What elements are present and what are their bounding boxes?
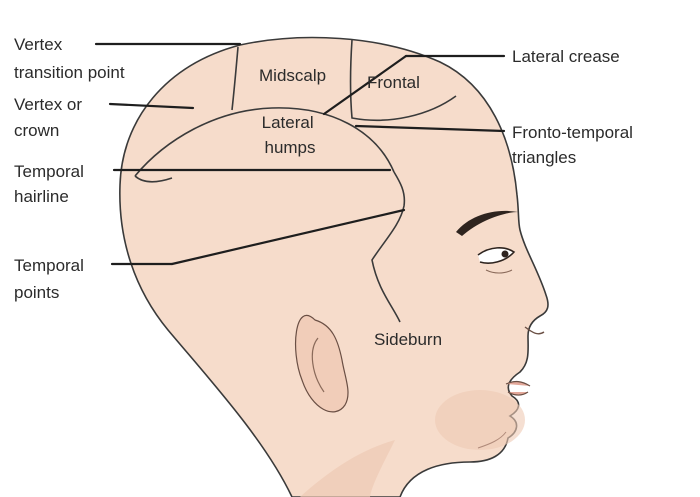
frontal-zone-outline	[349, 39, 457, 121]
zone-sideburn: Sideburn	[374, 330, 442, 349]
temporal-sideburn-outline	[371, 171, 406, 323]
neck-shadow	[300, 440, 395, 497]
label-lateral-crease: Lateral crease	[512, 47, 620, 66]
eye-iris	[501, 250, 509, 258]
ear-inner	[311, 337, 325, 393]
leader-fronto-temporal	[354, 124, 506, 133]
midscalp-zone-outline	[231, 46, 239, 111]
label-fronto-temporal: Fronto-temporal triangles	[512, 123, 638, 167]
crown-hump-lower	[134, 175, 173, 183]
eye-lower-line	[485, 269, 513, 274]
leader-temporal-points-diag	[170, 208, 406, 266]
mouth-lower-lip	[507, 391, 529, 396]
label-temporal-hairline: Temporal hairline	[14, 162, 89, 206]
leader-lateral-crease	[322, 54, 408, 116]
zone-midscalp: Midscalp	[259, 66, 326, 85]
cheek-shadow	[435, 390, 525, 450]
zone-frontal: Frontal	[367, 73, 420, 92]
eyebrow	[456, 210, 518, 236]
label-vertex-crown: Vertex or crown	[14, 95, 87, 140]
leader-vertex-crown	[108, 102, 195, 110]
ear	[294, 314, 349, 413]
mouth-upper-lip	[505, 380, 531, 387]
lateral-humps-outline	[134, 107, 395, 177]
label-temporal-points: Temporal points	[14, 256, 89, 302]
chin-line	[477, 431, 507, 449]
label-vertex-transition: Vertex transition point	[14, 35, 125, 82]
zone-lateral-humps: Lateral humps	[262, 113, 319, 157]
nostril	[524, 326, 545, 335]
